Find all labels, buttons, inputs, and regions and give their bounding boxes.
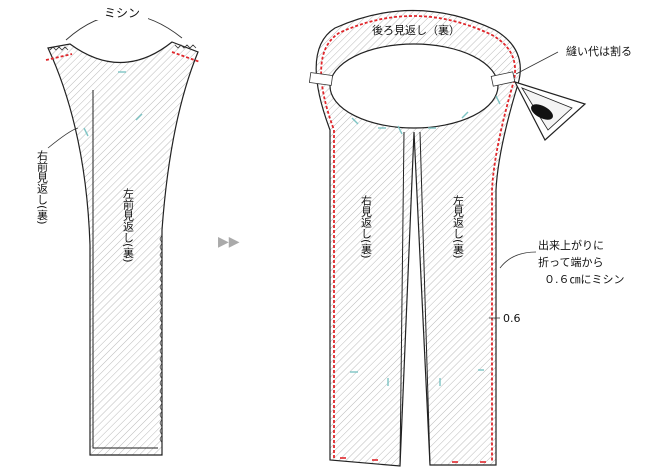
hem-marks	[340, 457, 486, 463]
left-facing-label: 左見返し(裏)	[452, 195, 465, 259]
sewing-label: ミシン	[104, 6, 140, 20]
finish-note-line-1: 出来上がりに	[538, 238, 604, 252]
tack-marks-right	[350, 95, 501, 386]
facing-outline	[315, 9, 521, 467]
seam-allowance-note: 縫い代は割る	[566, 44, 632, 58]
tack-marks-left	[83, 71, 143, 137]
back-facing-label: 後ろ見返し（裏）	[372, 23, 460, 37]
zigzag-edge-right	[159, 234, 163, 444]
measure-label: 0.6	[503, 312, 521, 325]
shoulder-seam-marks	[308, 71, 516, 87]
right-facing-label: 右見返し(裏)	[360, 194, 373, 259]
seam-allowance-leader	[515, 51, 559, 75]
finish-note-line-2: 折って端から	[538, 255, 603, 269]
process-arrows: ▶▶	[218, 234, 240, 250]
left-figure: ミシン 右前見返し(裏) 左前見返し(裏)	[36, 4, 201, 456]
right-front-facing-leader	[47, 127, 79, 149]
shoulder-zigzag-right	[174, 44, 197, 49]
right-figure: 縫い代は割る 後ろ見返し（裏） 右見返し(裏) 左見返し(裏) 出来上がりに 折…	[308, 9, 632, 467]
center-front-gap	[399, 131, 431, 467]
finish-note-leader	[499, 251, 537, 269]
edge-stitch-line	[320, 15, 516, 462]
left-front-facing-edge	[92, 90, 158, 449]
shoulder-zigzag-left	[49, 46, 69, 51]
iron-icon	[513, 80, 587, 141]
left-front-facing-label: 左前見返し(裏)	[122, 188, 135, 263]
neck-opening	[329, 43, 499, 129]
finish-note-line-3: ０.６㎝にミシン	[544, 273, 625, 286]
sewing-label-bg	[96, 4, 148, 20]
right-front-facing-label: 右前見返し(裏)	[36, 149, 49, 225]
shoulder-stitch-left	[45, 53, 73, 61]
